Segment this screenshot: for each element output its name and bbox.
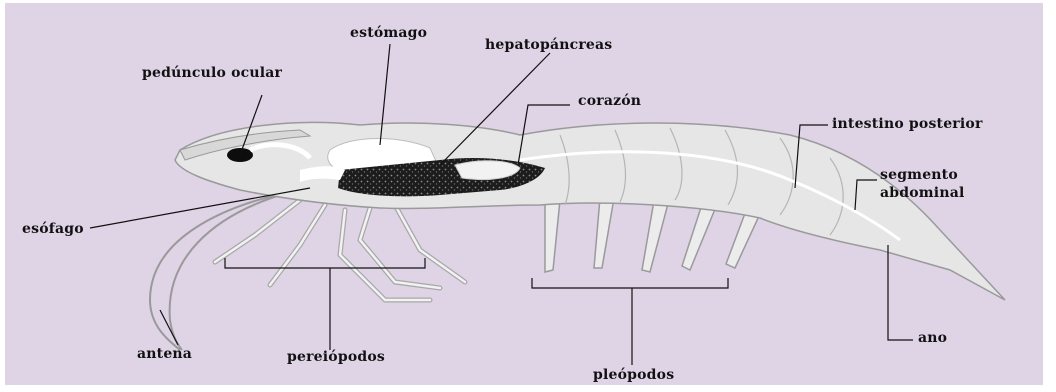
label-corazon: corazón: [578, 94, 641, 109]
label-pedunculo-ocular: pedúnculo ocular: [142, 66, 282, 81]
label-pereiopodos: pereiópodos: [287, 350, 385, 365]
label-pleopodos: pleópodos: [593, 368, 674, 383]
label-segmento-abdominal-line1: segmento: [880, 168, 958, 183]
label-antena: antena: [137, 347, 192, 362]
label-esofago: esófago: [22, 222, 84, 237]
label-intestino-posterior: intestino posterior: [832, 117, 983, 132]
label-segmento-abdominal-line2: abdominal: [880, 186, 965, 201]
label-estomago: estómago: [350, 26, 427, 41]
antennae: [150, 190, 300, 350]
label-ano: ano: [918, 331, 947, 346]
label-hepatopancreas: hepatopáncreas: [485, 38, 612, 53]
